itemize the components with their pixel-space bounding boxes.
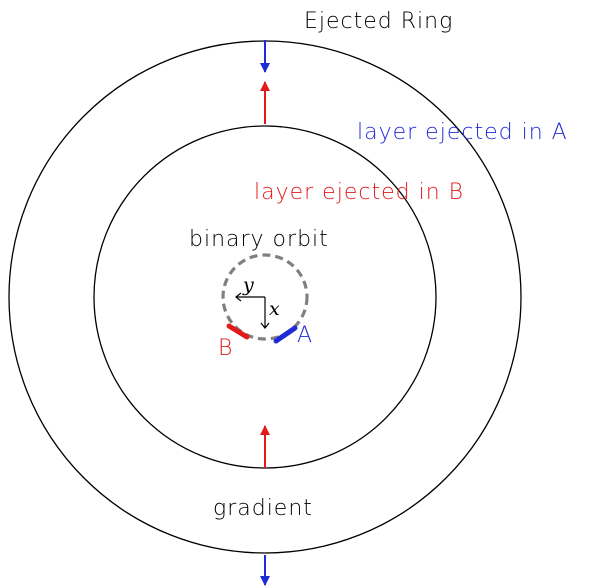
- binary-orbit-circle: [221, 253, 309, 341]
- gradient-label: gradient: [213, 496, 313, 521]
- binary-orbit-label: binary orbit: [189, 227, 329, 252]
- axis-x-label: x: [269, 298, 280, 320]
- axis-y-label: y: [242, 274, 254, 296]
- axis-x-arrowhead: [260, 322, 270, 329]
- star-b-segment: [226, 323, 250, 340]
- layer-a-label: layer ejected in A: [357, 120, 568, 145]
- star-a-label: A: [297, 323, 313, 348]
- axis-y-arrowhead: [235, 292, 242, 302]
- star-a-segment: [273, 325, 298, 344]
- star-b-label: B: [218, 336, 233, 361]
- title-label: Ejected Ring: [304, 9, 453, 34]
- layer-b-label: layer ejected in B: [254, 180, 464, 205]
